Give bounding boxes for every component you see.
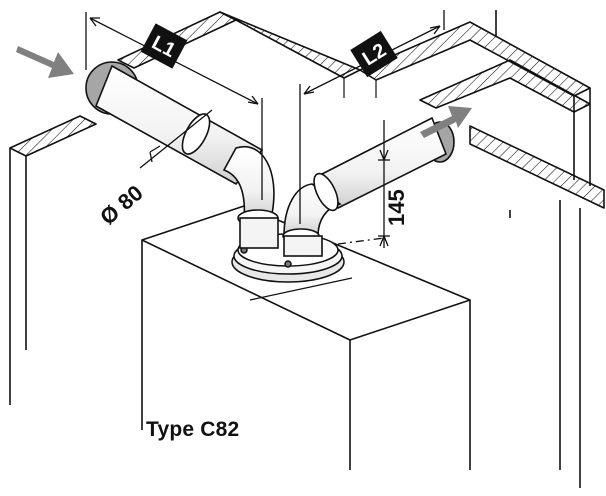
diameter-label: Ø 80 bbox=[95, 180, 148, 230]
intake-pipe bbox=[85, 61, 279, 249]
label-l2-tag: L2 bbox=[350, 30, 398, 78]
height-label: 145 bbox=[384, 189, 409, 226]
diagram-caption: Type C82 bbox=[146, 418, 240, 441]
intake-arrow bbox=[16, 46, 74, 78]
exhaust-pipe bbox=[282, 116, 455, 257]
arrow-right-icon bbox=[16, 46, 74, 78]
arrow-up-right-icon bbox=[420, 106, 472, 138]
label-l1-tag: L1 bbox=[140, 23, 188, 69]
left-wall-hatch bbox=[9, 115, 97, 157]
back-wall-hatch bbox=[219, 11, 361, 79]
right-lower-hatch bbox=[469, 125, 605, 209]
exhaust-arrow bbox=[420, 106, 472, 138]
